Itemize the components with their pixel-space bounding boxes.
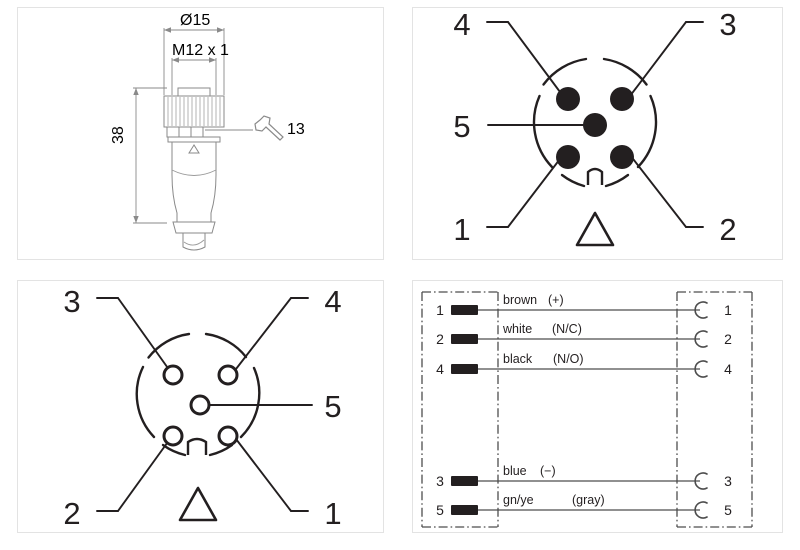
wire-function: (−): [540, 464, 556, 478]
left-pin-number: 1: [436, 302, 444, 318]
socket-contacts: [162, 364, 239, 447]
length-label: 38: [110, 126, 127, 144]
pin-contacts: [556, 87, 634, 169]
keyway-notch: [586, 167, 604, 185]
wire-function: (N/C): [552, 322, 582, 336]
left-pin-number: 5: [436, 502, 444, 518]
panel-dimension-drawing: Ø15 M12 x 1 38 13: [0, 0, 400, 275]
panel-female-face: 3 4 5 2 1: [0, 275, 400, 550]
triangle-icon: [188, 144, 200, 154]
right-pin-number: 4: [724, 361, 732, 377]
wire-label: brown: [503, 293, 537, 307]
pin-label-top-left: 3: [63, 284, 80, 319]
wire-label: black: [503, 352, 533, 366]
wire-function: (gray): [572, 493, 605, 507]
right-pin-number: 2: [724, 331, 732, 347]
keyway-notch: [186, 437, 208, 455]
pin-label-top-right: 4: [324, 284, 341, 319]
right-pin-number: 3: [724, 473, 732, 489]
left-connector-frame: [421, 291, 499, 528]
diameter-label: Ø15: [180, 12, 211, 29]
pin-label-bottom-left: 1: [453, 212, 470, 247]
dimension-drawing-svg: [133, 27, 284, 251]
thread-label: M12 x 1: [172, 42, 229, 59]
male-face-svg: 4 3 5 1 2: [453, 7, 736, 247]
wire-label: white: [502, 322, 532, 336]
pin-label-mid-right: 5: [324, 389, 341, 424]
panel-wiring-diagram: 1 2 4 3 5 1 2 4 3 5 brown (+) white (N/C…: [400, 275, 800, 550]
pin-label-bottom-right: 1: [324, 496, 341, 531]
right-pin-number: 5: [724, 502, 732, 518]
triangle-icon: [575, 211, 615, 247]
wire-function: (N/O): [553, 352, 584, 366]
triangle-icon: [178, 486, 218, 522]
panel-border: [412, 280, 783, 533]
female-face-svg: 3 4 5 2 1: [63, 284, 341, 531]
right-socket-terminals: [694, 301, 708, 519]
left-pin-number: 2: [436, 331, 444, 347]
right-connector-frame: [676, 291, 753, 528]
left-pin-number: 4: [436, 361, 444, 377]
wire-function: (+): [548, 293, 564, 307]
pin-label-top-left: 4: [453, 7, 470, 42]
left-pin-terminals: [451, 305, 478, 515]
wrench-icon: [254, 115, 284, 141]
wire-label: gn/ye: [503, 493, 534, 507]
right-pin-number: 1: [724, 302, 732, 318]
left-pin-number: 3: [436, 473, 444, 489]
pin-label-bottom-right: 2: [719, 212, 736, 247]
wrench-size-label: 13: [287, 121, 305, 138]
wire-label: blue: [503, 464, 527, 478]
pin-label-mid-left: 5: [453, 109, 470, 144]
wiring-diagram-svg: 1 2 4 3 5 1 2 4 3 5 brown (+) white (N/C…: [421, 291, 753, 528]
panel-male-face: 4 3 5 1 2: [400, 0, 800, 275]
pin-label-bottom-left: 2: [63, 496, 80, 531]
pin-label-top-right: 3: [719, 7, 736, 42]
wire-lines: [478, 309, 700, 511]
